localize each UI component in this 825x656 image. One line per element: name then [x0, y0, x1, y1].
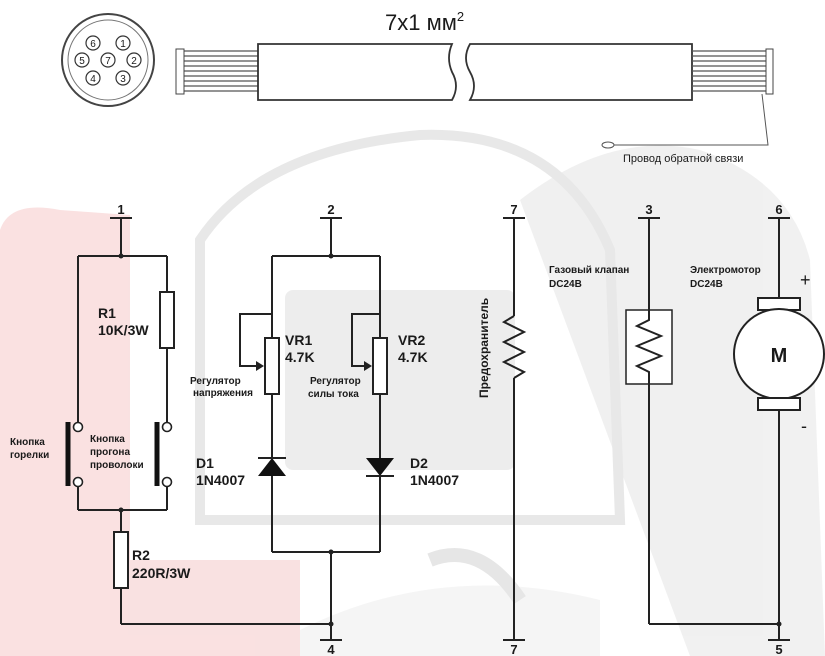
pin-label: 2	[131, 56, 137, 67]
r2-name: R2	[132, 547, 150, 563]
motor-voltage: DC24B	[690, 279, 723, 290]
terminal-7-bottom: 7	[510, 642, 517, 656]
terminal-7-top: 7	[510, 202, 517, 217]
pin-label: 3	[120, 74, 126, 85]
terminal-1: 1	[117, 202, 124, 217]
feedback-wire-label: Провод обратной связи	[623, 153, 743, 165]
vr1-value: 4.7K	[285, 349, 315, 365]
pin-label: 4	[90, 74, 96, 85]
fuse-label: Предохранитель	[477, 298, 491, 398]
vr1-desc-2: напряжения	[193, 388, 253, 399]
r1-value: 10K/3W	[98, 322, 149, 338]
vr1-desc: Регулятор	[190, 376, 241, 387]
terminal-4: 4	[327, 642, 335, 656]
vr1-name: VR1	[285, 332, 312, 348]
terminal-2: 2	[327, 202, 334, 217]
r1-resistor	[159, 291, 175, 349]
terminal-3: 3	[645, 202, 652, 217]
vr1-potentiometer	[264, 337, 280, 395]
fuse: Предохранитель	[477, 218, 527, 640]
connector: 6 1 5 7 2 4 3	[61, 13, 155, 107]
wire-button-label-2: прогона	[90, 447, 130, 458]
vr2-value: 4.7K	[398, 349, 428, 365]
d1-name: D1	[196, 455, 214, 471]
r2-resistor	[113, 531, 129, 589]
gas-valve: Газовый клапан DC24B	[549, 218, 782, 627]
vr2-desc: Регулятор	[310, 376, 361, 387]
motor-minus: -	[801, 416, 807, 436]
pin-label: 7	[105, 56, 111, 67]
vr2-desc-2: силы тока	[308, 389, 359, 400]
d1-value: 1N4007	[196, 472, 245, 488]
gas-valve-label: Газовый клапан	[549, 265, 629, 276]
regulator-block: VR1 4.7K Регулятор напряжения VR2 4.7K Р…	[190, 218, 459, 640]
pin-label: 5	[79, 56, 85, 67]
r2-value: 220R/3W	[132, 565, 191, 581]
watermark	[0, 129, 825, 656]
motor-label: Электромотор	[690, 265, 761, 276]
pin-label: 1	[120, 39, 126, 50]
cable-size-label: 7х1 мм2	[385, 9, 464, 35]
wire-button-label-3: проволоки	[90, 460, 144, 471]
motor-plus: +	[800, 270, 811, 290]
gas-valve-voltage: DC24B	[549, 279, 582, 290]
terminal-6: 6	[775, 202, 782, 217]
vr2-potentiometer	[372, 337, 388, 395]
motor-symbol: M	[771, 345, 788, 367]
d2-value: 1N4007	[410, 472, 459, 488]
switch-block: R1 10K/3W R2 220R/3W Кнопка горелки Кноп…	[10, 218, 331, 625]
motor: M Электромотор DC24B + -	[690, 218, 825, 640]
d2-name: D2	[410, 455, 428, 471]
cable-size-sup: 2	[457, 9, 464, 24]
r1-name: R1	[98, 305, 116, 321]
cable-size-text: 7х1 мм	[385, 10, 457, 35]
pin-label: 6	[90, 39, 96, 50]
wire-button-label: Кнопка	[90, 434, 125, 445]
vr2-name: VR2	[398, 332, 425, 348]
torch-button-label: Кнопка	[10, 437, 45, 448]
terminal-5: 5	[775, 642, 782, 656]
torch-button-label-2: горелки	[10, 450, 49, 461]
cable: Провод обратной связи 7х1 мм2	[175, 9, 774, 165]
